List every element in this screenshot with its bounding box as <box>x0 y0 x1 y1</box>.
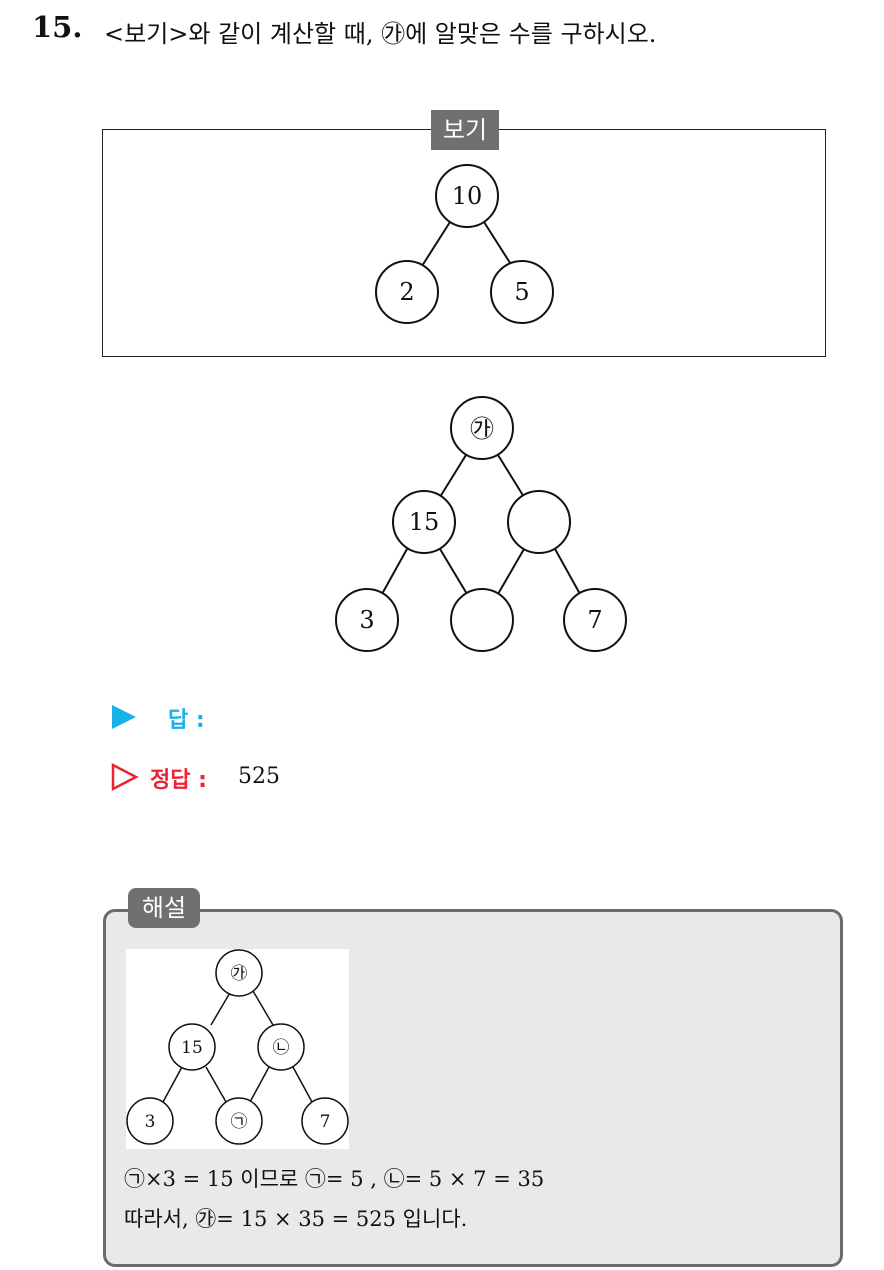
bogi-edge-right <box>483 221 513 267</box>
exp-node-mid-right <box>257 1023 305 1071</box>
answer-label: 답 : <box>168 708 205 733</box>
exp-node-bottom-mid <box>215 1097 263 1145</box>
exp-edge-mr-bm <box>249 1066 270 1103</box>
node-mid-right <box>507 490 571 554</box>
play-triangle-outline-icon <box>111 762 139 792</box>
edge-top-left <box>439 454 467 498</box>
node-bottom-left <box>335 588 399 652</box>
correct-answer-value: 525 <box>238 764 280 789</box>
exp-node-bottom-left <box>126 1097 174 1145</box>
bogi-value-left: 2 <box>399 278 414 306</box>
node-bottom-right <box>563 588 627 652</box>
value-mid-left: 15 <box>409 508 440 536</box>
exp-edge-ml-bl <box>162 1066 183 1103</box>
edge-top-right <box>497 454 525 498</box>
bogi-tree <box>375 164 554 324</box>
exp-edge-mr-br <box>292 1066 313 1103</box>
value-top: ㉮ <box>470 415 494 443</box>
bogi-node-right <box>490 260 554 324</box>
bogi-node-top <box>435 164 499 228</box>
question-text: <보기>와 같이 계산할 때, ㉮에 알맞은 수를 구하시오. <box>104 20 657 48</box>
exp-value-bottom-right: 7 <box>320 1112 331 1132</box>
node-mid-left <box>392 490 456 554</box>
exp-edge-top-left <box>210 990 232 1026</box>
bogi-value-top: 10 <box>452 182 483 210</box>
bogi-edge-left <box>421 221 451 267</box>
node-bottom-mid <box>450 588 514 652</box>
explanation-tag: 해설 <box>128 888 200 928</box>
explanation-line-2: 따라서, ㉮= 15 × 35 = 525 입니다. <box>124 1207 468 1231</box>
exp-node-mid-left <box>168 1023 216 1071</box>
bogi-node-left <box>375 260 439 324</box>
play-triangle-filled-icon <box>112 705 136 729</box>
value-bottom-left: 3 <box>359 606 374 634</box>
value-bottom-right: 7 <box>587 606 602 634</box>
node-top <box>450 396 514 460</box>
edge-mr-bm <box>497 548 525 595</box>
edge-mr-br <box>554 548 581 595</box>
bogi-value-right: 5 <box>514 278 529 306</box>
bogi-tag: 보기 <box>431 110 499 150</box>
exp-value-bottom-left: 3 <box>145 1112 156 1132</box>
exp-value-mid-right: ㉡ <box>273 1038 290 1058</box>
explanation-diagram: ㉮ 15 ㉡ 3 ㉠ 7 <box>126 949 349 1149</box>
exp-edge-top-right <box>252 990 274 1026</box>
exp-edge-ml-bm <box>205 1066 227 1103</box>
problem-tree <box>335 396 627 652</box>
exp-value-top: ㉮ <box>231 964 248 984</box>
question-number: 15. <box>32 10 83 44</box>
explanation-line-1: ㉠×3 = 15 이므로 ㉠= 5 , ㉡= 5 × 7 = 35 <box>124 1167 545 1191</box>
correct-answer-label: 정답 : <box>150 768 207 793</box>
exp-node-bottom-right <box>301 1097 349 1145</box>
exp-value-mid-left: 15 <box>181 1038 203 1058</box>
edge-ml-bl <box>381 548 408 595</box>
edge-ml-bm <box>439 548 468 595</box>
exp-node-top <box>215 949 263 997</box>
exp-value-bottom-mid: ㉠ <box>231 1112 248 1132</box>
